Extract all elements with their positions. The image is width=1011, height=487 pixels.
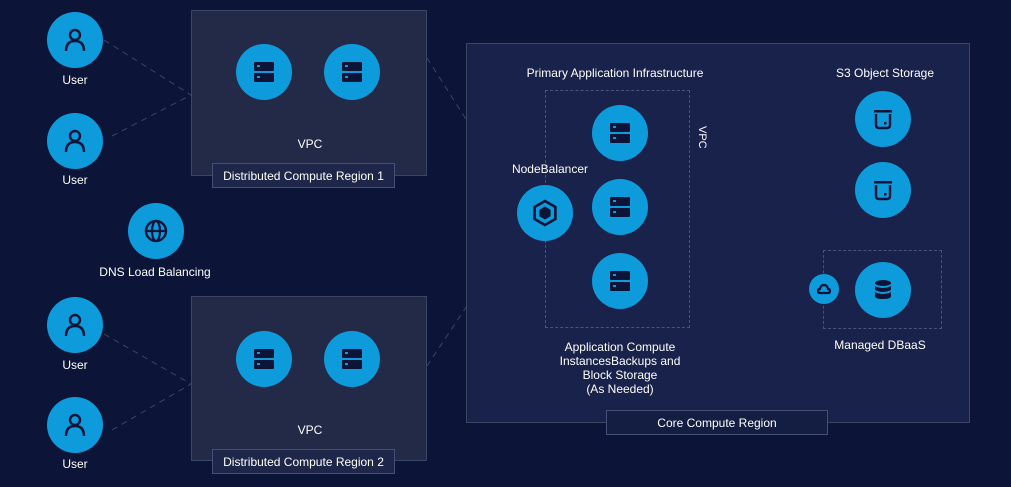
- server-icon: [324, 331, 380, 387]
- connector-user2-region1: [111, 94, 192, 137]
- database-icon: [855, 262, 911, 318]
- compute-caption-line: (As Needed): [586, 382, 654, 396]
- user-label: User: [62, 457, 88, 471]
- primary-infrastructure-title: Primary Application Infrastructure: [526, 66, 704, 80]
- user-icon: [47, 12, 103, 68]
- vpc-label: VPC: [297, 423, 323, 437]
- server-icon: [592, 105, 648, 161]
- dbaas-label: Managed DBaaS: [834, 338, 926, 352]
- server-icon: [324, 44, 380, 100]
- user-label: User: [62, 73, 88, 87]
- server-icon: [592, 253, 648, 309]
- dns-label: DNS Load Balancing: [99, 265, 211, 279]
- user-label: User: [62, 358, 88, 372]
- hexagon-icon: [517, 185, 573, 241]
- connector-user4-region2: [111, 383, 192, 431]
- compute-caption-line: Application Compute: [564, 340, 676, 354]
- bucket-icon: [855, 91, 911, 147]
- vpc-vertical-label: VPC: [696, 126, 708, 149]
- cloud-icon: [809, 274, 839, 304]
- vpc-label: VPC: [297, 137, 323, 151]
- user-icon: [47, 397, 103, 453]
- compute-caption-line: InstancesBackups and: [559, 354, 681, 368]
- distributed-region-2: [191, 296, 427, 461]
- user-label: User: [62, 173, 88, 187]
- core-region-tag: Core Compute Region: [606, 410, 828, 435]
- connector-user1-region1: [103, 39, 192, 96]
- region-1-tag: Distributed Compute Region 1: [212, 163, 395, 188]
- user-icon: [47, 113, 103, 169]
- object-storage-title: S3 Object Storage: [835, 66, 935, 80]
- compute-caption: Application Compute InstancesBackups and…: [545, 340, 695, 396]
- compute-caption-line: Block Storage: [582, 368, 658, 382]
- distributed-region-1: [191, 10, 427, 176]
- nodebalancer-label: NodeBalancer: [511, 162, 589, 176]
- server-icon: [236, 331, 292, 387]
- user-icon: [47, 297, 103, 353]
- bucket-icon: [855, 162, 911, 218]
- region-2-tag: Distributed Compute Region 2: [212, 449, 395, 474]
- globe-icon: [128, 203, 184, 259]
- connector-user3-region2: [103, 333, 192, 385]
- server-icon: [236, 44, 292, 100]
- server-icon: [592, 179, 648, 235]
